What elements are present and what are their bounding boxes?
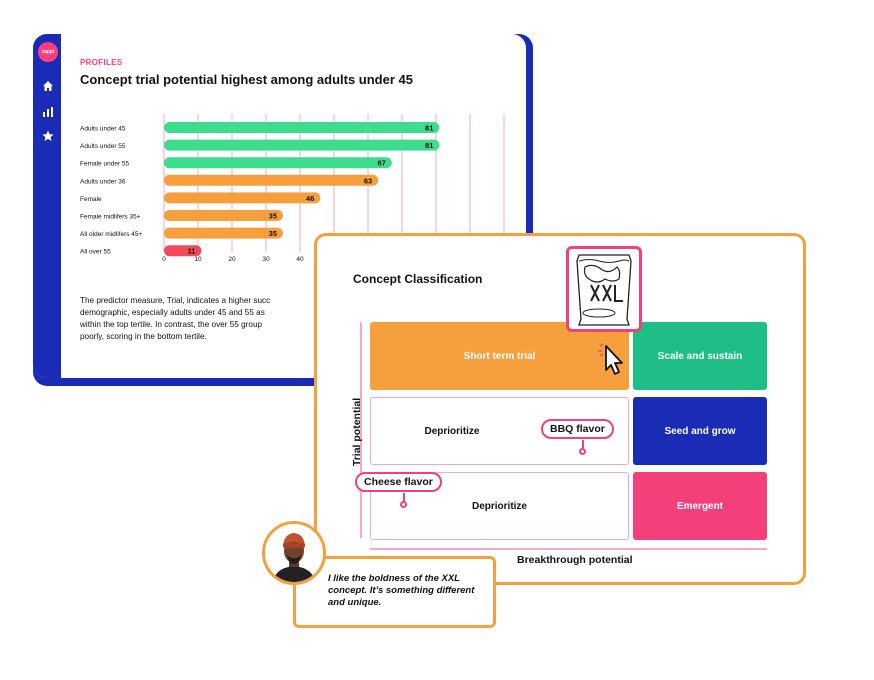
cheese-pill-stem <box>403 493 405 502</box>
category-label: All older midlifers 45+ <box>80 231 143 238</box>
x-tick-label: 40 <box>296 256 304 263</box>
cell-short-term-trial[interactable]: Short term trial <box>370 322 629 390</box>
section-label: PROFILES <box>80 58 123 67</box>
person-portrait-icon <box>265 524 323 582</box>
cell-label: Emergent <box>676 500 724 512</box>
cheese-flavor-pill[interactable]: Cheese flavor <box>355 472 442 492</box>
cell-scale-and-sustain[interactable]: Scale and sustain <box>633 322 767 390</box>
bar-value-label: 46 <box>306 194 314 203</box>
x-axis-line <box>370 548 767 550</box>
bar-value-label: 81 <box>425 124 433 133</box>
bar[interactable] <box>164 174 379 186</box>
bar-value-label: 35 <box>269 212 277 221</box>
star-icon[interactable] <box>42 130 54 142</box>
cell-label: Deprioritize <box>471 500 527 512</box>
bbq-flavor-pill[interactable]: BBQ flavor <box>541 419 614 439</box>
home-icon[interactable] <box>42 80 54 92</box>
x-axis-label: Breakthrough potential <box>517 554 633 566</box>
app-logo[interactable]: zappi <box>38 42 58 62</box>
chip-bag-icon <box>576 254 632 326</box>
classification-card: Concept Classification Trial potential S… <box>314 233 806 585</box>
category-label: All over 55 <box>80 249 111 256</box>
cell-label: Seed and grow <box>664 425 736 437</box>
bar[interactable] <box>164 210 283 221</box>
cell-seed-and-grow[interactable]: Seed and grow <box>633 397 767 465</box>
x-tick-label: 20 <box>228 256 236 263</box>
user-avatar <box>262 521 326 585</box>
bar-chart-icon[interactable] <box>42 106 54 118</box>
category-label: Adults under 45 <box>80 126 126 133</box>
x-tick-label: 10 <box>194 256 202 263</box>
cheese-pill-dot <box>400 501 407 508</box>
category-label: Adults under 36 <box>80 178 126 185</box>
chart-title: Concept trial potential highest among ad… <box>80 72 413 87</box>
side-nav: zappi <box>33 34 61 378</box>
y-axis-label: Trial potential <box>351 397 363 467</box>
bar[interactable] <box>164 139 440 151</box>
bar[interactable] <box>164 192 321 204</box>
category-label: Female midlifers 35+ <box>80 214 141 221</box>
profiles-card: zappi PROFILES Concept trial potential h… <box>33 34 526 378</box>
bar[interactable] <box>164 245 202 257</box>
category-label: Adults under 55 <box>80 143 126 150</box>
cell-emergent[interactable]: Emergent <box>633 472 767 540</box>
cell-label: Deprioritize <box>424 425 480 437</box>
cell-label: Short term trial <box>463 350 536 362</box>
bbq-pill-stem <box>582 440 584 449</box>
bar[interactable] <box>164 157 392 169</box>
classification-title: Concept Classification <box>353 272 483 286</box>
bar-value-label: 35 <box>269 229 277 238</box>
bar[interactable] <box>164 227 283 239</box>
bbq-pill-dot <box>579 448 586 455</box>
bar-value-label: 67 <box>377 159 385 168</box>
body-text: The predictor measure, Trial, indicates … <box>80 296 271 341</box>
pointer-cursor-icon <box>598 343 623 375</box>
x-tick-label: 30 <box>262 256 270 263</box>
bar[interactable] <box>164 122 440 133</box>
quote-box: I like the boldness of the XXL concept. … <box>293 556 496 628</box>
bar-value-label: 63 <box>364 176 372 185</box>
product-thumbnail[interactable] <box>566 246 642 332</box>
category-label: Female under 55 <box>80 161 130 168</box>
x-tick-label: 0 <box>162 256 166 263</box>
category-label: Female <box>80 196 102 203</box>
y-axis-line <box>360 322 362 538</box>
bar-value-label: 11 <box>187 247 195 256</box>
bar-value-label: 81 <box>425 141 433 150</box>
cell-label: Scale and sustain <box>657 350 743 362</box>
quote-text: I like the boldness of the XXL concept. … <box>328 573 475 608</box>
